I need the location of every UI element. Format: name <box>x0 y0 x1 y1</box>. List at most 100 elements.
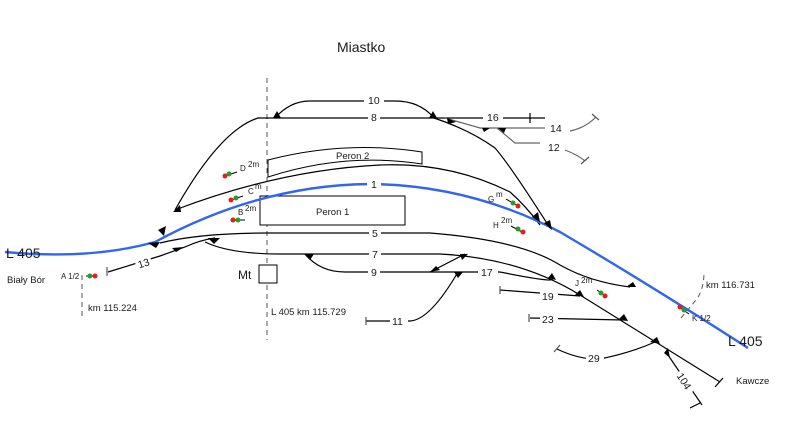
platform-1: Peron 1 <box>259 195 406 226</box>
track-29-label: 29 <box>588 353 600 365</box>
platform-2-label: Peron 2 <box>336 151 369 162</box>
station-building-mt <box>258 264 278 284</box>
track-9-label: 9 <box>371 267 377 279</box>
switch-marker <box>172 247 184 252</box>
switch-marker <box>429 111 437 118</box>
left-line-label: L 405 <box>6 245 41 261</box>
track-10-label: 10 <box>368 95 380 107</box>
signal-red-light <box>228 197 234 203</box>
track-1-label: 1 <box>371 179 377 191</box>
switch-marker <box>544 220 552 230</box>
switch-marker <box>650 337 660 344</box>
switch-marker <box>482 128 490 132</box>
signal-h-aspect: 2m <box>501 216 512 225</box>
signal-red-light <box>520 229 526 235</box>
track-12 <box>496 127 540 144</box>
signal-d-label: D <box>240 164 246 173</box>
signal-green-light <box>510 200 516 206</box>
track-14-label: 14 <box>550 123 562 135</box>
signal-green-light <box>598 290 604 296</box>
track-17-label: 17 <box>481 267 493 279</box>
signal-green-light <box>233 195 239 201</box>
track-8-label: 8 <box>371 112 377 124</box>
track-29 <box>556 341 656 360</box>
right-km-label: km 116.731 <box>706 280 755 291</box>
track-7 <box>204 241 721 383</box>
track-12-end <box>564 149 586 162</box>
signal-b-aspect: 2m <box>245 204 256 213</box>
right-destination: Kawcze <box>736 376 769 387</box>
signal-a: A 1/2 <box>61 272 98 281</box>
platform-2: Peron 2 <box>267 147 423 178</box>
switch-markers <box>148 111 670 358</box>
signal-red-light <box>222 173 228 179</box>
track-3 <box>174 164 541 226</box>
signal-red-light <box>515 203 521 209</box>
signal-c-label: C <box>248 187 254 196</box>
track-5-label: 5 <box>372 228 378 240</box>
switch-marker <box>208 238 220 244</box>
signal-d-aspect: 2m <box>248 160 259 169</box>
signal-j: J 2m <box>575 276 608 299</box>
signal-green-light <box>681 307 687 313</box>
track-5 <box>159 232 631 288</box>
signal-red-light <box>230 217 236 223</box>
signal-h-label: H <box>493 221 499 230</box>
signal-k-label: K 1/2 <box>692 314 711 323</box>
track-104-buffer-stop <box>689 402 701 409</box>
track-14-buffer-stop <box>591 113 600 121</box>
switch-marker <box>304 254 314 260</box>
track-7-label: 7 <box>372 249 378 261</box>
switch-marker <box>148 242 160 248</box>
switch-marker <box>548 273 556 280</box>
signal-c: C m <box>228 182 262 203</box>
signal-j-aspect: 2m <box>581 276 592 285</box>
track-17 <box>430 271 556 281</box>
track-9 <box>304 253 466 273</box>
switch-marker <box>158 226 166 236</box>
center-km-label: L 405 km 115.729 <box>271 307 346 318</box>
signal-j-label: J <box>575 279 579 288</box>
signal-green-light <box>226 171 232 177</box>
right-line-label: L 405 <box>728 333 763 349</box>
signal-b: B 2m <box>230 204 256 223</box>
track-23-label: 23 <box>542 314 554 326</box>
left-km-label: km 115.224 <box>88 303 137 314</box>
building-label: Mt <box>238 268 252 282</box>
switch-marker <box>454 272 463 278</box>
platform-1-label: Peron 1 <box>316 207 349 218</box>
track-16-label: 16 <box>487 112 499 124</box>
switch-marker <box>447 118 456 124</box>
signal-a-label: A 1/2 <box>61 272 80 281</box>
track-11 <box>366 271 459 322</box>
track-8-east-connector <box>433 117 551 229</box>
track-29-buffer-stop <box>553 344 561 353</box>
track-19-label: 19 <box>542 291 554 303</box>
left-destination: Biały Bór <box>7 275 45 286</box>
switch-marker <box>273 111 281 118</box>
track-7-buffer-stop <box>714 377 724 388</box>
switch-marker <box>532 212 540 222</box>
right-km-marker-line <box>680 271 705 319</box>
switch-marker <box>430 266 440 272</box>
switch-marker <box>664 348 670 358</box>
signal-d: D 2m <box>222 160 259 179</box>
switch-marker <box>460 254 468 260</box>
signal-green-light <box>515 226 521 232</box>
track-14-end <box>569 116 597 132</box>
track-10 <box>274 100 435 119</box>
signal-c-aspect: m <box>255 182 262 191</box>
signal-g: G m <box>488 190 521 209</box>
station-title: Miastko <box>337 39 385 55</box>
track-13-label: 13 <box>136 256 151 271</box>
signal-g-aspect: m <box>496 190 503 199</box>
switch-marker <box>173 205 181 212</box>
track-12-buffer-stop <box>580 156 590 165</box>
signal-red-light <box>602 293 608 299</box>
signal-g-label: G <box>488 195 494 204</box>
signal-red-light <box>92 273 98 279</box>
signal-b-label: B <box>238 208 243 217</box>
signal-k: K 1/2 <box>677 304 711 323</box>
track-14 <box>444 117 545 129</box>
